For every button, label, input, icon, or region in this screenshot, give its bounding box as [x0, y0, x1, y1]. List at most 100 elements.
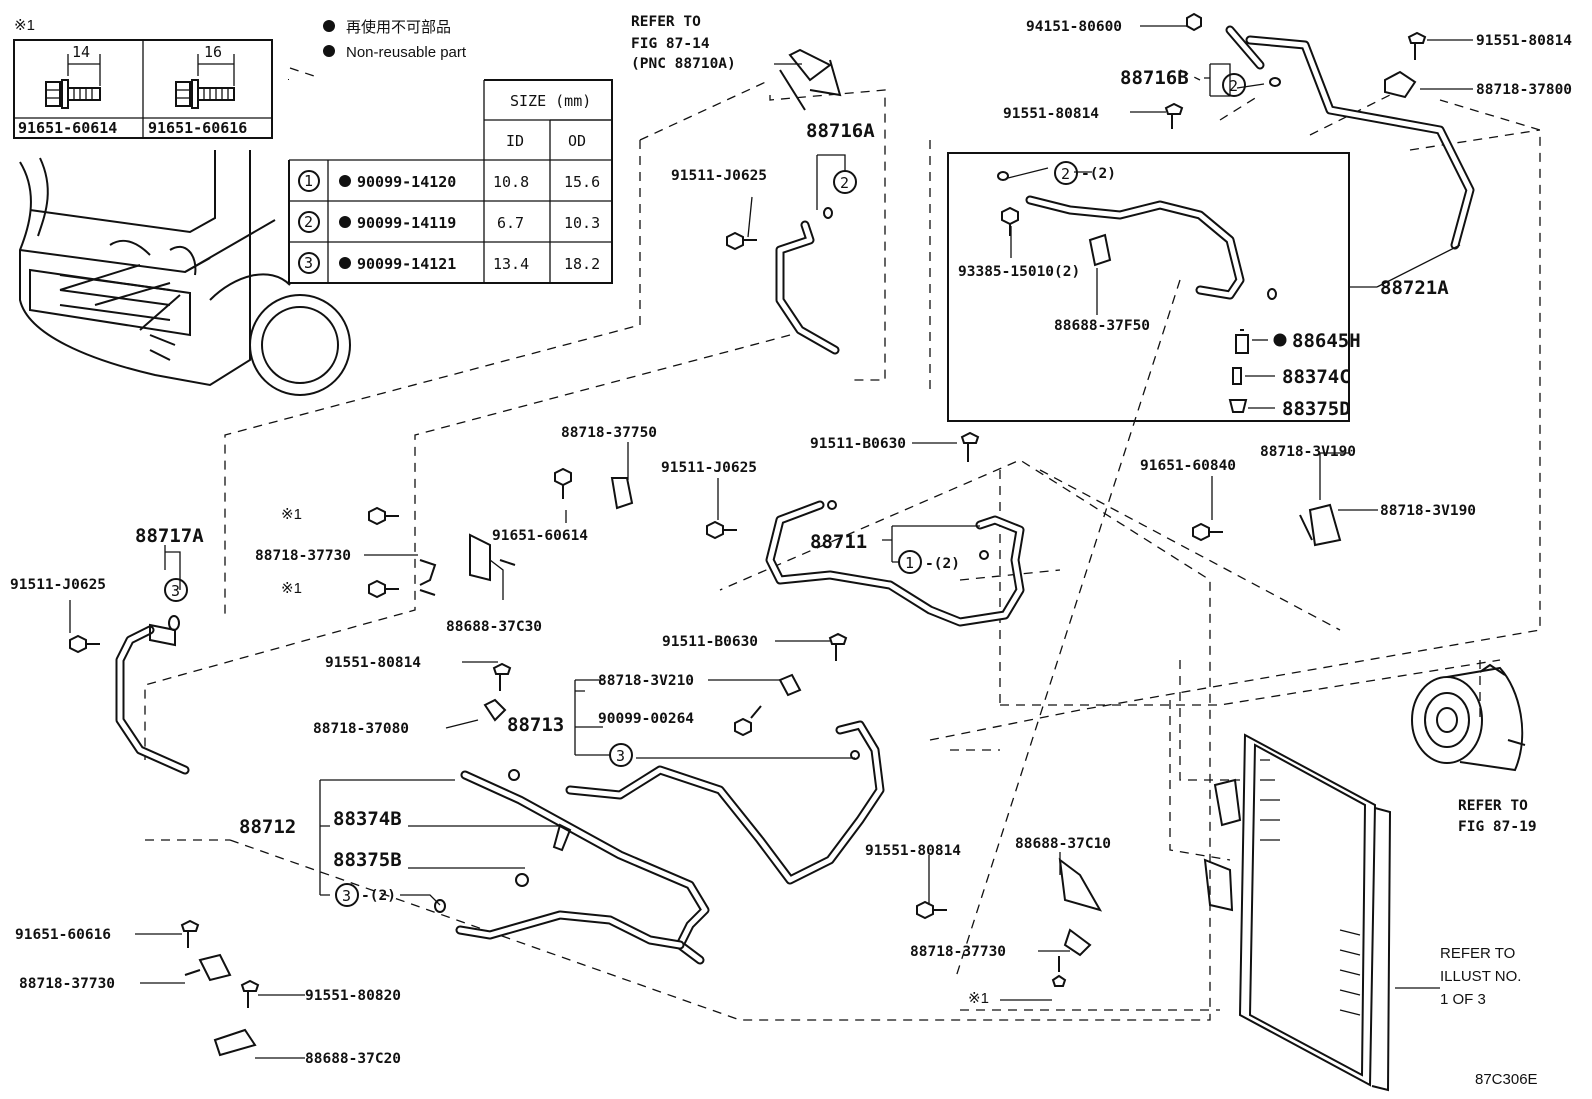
label-91551-80814: 91551-80814	[1003, 106, 1099, 122]
note-marker: ※1	[968, 990, 989, 1007]
note-marker: ※1	[281, 506, 302, 523]
bolt-dim-left: 14	[72, 43, 90, 61]
label-88713: 88713	[507, 714, 564, 736]
svg-text:FIG 87-14: FIG 87-14	[631, 36, 710, 52]
pipe-88713	[565, 720, 885, 885]
svg-text:FIG 87-19: FIG 87-19	[1458, 819, 1537, 835]
label-91651-60616: 91651-60616	[15, 927, 111, 943]
label-91651-60840: 91651-60840	[1140, 458, 1236, 474]
svg-text:REFER TO: REFER TO	[631, 14, 701, 30]
bolt-part-left: 91651-60614	[18, 119, 117, 137]
bolt-14-icon	[45, 54, 101, 109]
label-88711: 88711	[810, 531, 867, 553]
non-reusable-bullet-icon	[339, 175, 351, 187]
pipe-88712	[455, 770, 710, 965]
label-88718-37750: 88718-37750	[561, 425, 657, 441]
callout-2: 2	[1222, 73, 1246, 97]
svg-text:3: 3	[342, 887, 351, 905]
label-88721A: 88721A	[1380, 277, 1449, 299]
bolt-part-right: 91651-60616	[148, 119, 247, 137]
label-91511-J0625: 91511-J0625	[671, 168, 767, 184]
refer-fig-87-19: REFER TO FIG 87-19	[1458, 798, 1537, 835]
label-88718-3V190: 88718-3V190	[1380, 503, 1476, 519]
label-91551-80820: 91551-80820	[305, 988, 401, 1004]
svg-text:REFER TO: REFER TO	[1458, 798, 1528, 814]
svg-text:15.6: 15.6	[564, 173, 600, 191]
label-88375B: 88375B	[333, 849, 402, 871]
label-qty: -(2)	[1081, 166, 1116, 182]
svg-text:13.4: 13.4	[493, 255, 529, 273]
label-qty: -(2)	[925, 556, 960, 572]
svg-text:2: 2	[840, 174, 849, 192]
label-88688-37F50: 88688-37F50	[1054, 318, 1150, 334]
svg-text:ILLUST NO.: ILLUST NO.	[1440, 968, 1521, 985]
label-91511-J0625: 91511-J0625	[661, 460, 757, 476]
pipe-88711	[765, 500, 1025, 627]
bolt-reference-box: ※1 14 91651-60614 16 91651-60616	[13, 17, 273, 139]
svg-text:10.8: 10.8	[493, 173, 529, 191]
svg-text:90099-14119: 90099-14119	[357, 214, 456, 232]
label-91551-80814: 91551-80814	[865, 843, 961, 859]
callout-2: 2	[833, 170, 857, 194]
svg-text:(PNC 88710A): (PNC 88710A)	[631, 56, 736, 72]
label-91651-60614: 91651-60614	[492, 528, 588, 544]
bolt-16-icon	[175, 54, 235, 109]
table-row: 3 90099-14121 13.4 18.2	[298, 252, 600, 274]
label-88718-3V210: 88718-3V210	[598, 673, 694, 689]
non-reusable-bullet-icon	[339, 257, 351, 269]
label-88717A: 88717A	[135, 525, 204, 547]
label-88716B: 88716B	[1120, 67, 1189, 89]
svg-text:3: 3	[171, 582, 180, 600]
callout-3: 3	[609, 743, 633, 767]
svg-text:90099-14121: 90099-14121	[357, 255, 456, 273]
label-91511-J0625: 91511-J0625	[10, 577, 106, 593]
non-reusable-bullet-icon	[323, 45, 335, 57]
size-table-col-id: ID	[506, 132, 524, 150]
pipe-88716B	[1225, 25, 1475, 250]
label-88718-3V190: 88718-3V190	[1260, 444, 1356, 460]
pipe-88721A	[1025, 195, 1245, 300]
assembly-box-88721A	[947, 152, 1350, 422]
label-88718-37730: 88718-37730	[255, 548, 351, 564]
small-parts	[69, 12, 1427, 1057]
callout-2: 2	[1054, 161, 1078, 185]
part-labels: 94151-80600 91551-80814 88716B 88718-378…	[10, 19, 1572, 1067]
note-marker: ※1	[281, 580, 302, 597]
label-88375D: 88375D	[1282, 398, 1351, 420]
legend-line-1: 再使用不可部品	[346, 19, 451, 36]
label-88374C: 88374C	[1282, 366, 1351, 388]
svg-text:REFER TO: REFER TO	[1440, 945, 1515, 962]
svg-text:3: 3	[304, 254, 313, 272]
pipe-88717A	[115, 625, 190, 775]
label-88718-37730: 88718-37730	[910, 944, 1006, 960]
label-90099-00264: 90099-00264	[598, 711, 694, 727]
label-88688-37C30: 88688-37C30	[446, 619, 542, 635]
non-reusable-bullet-icon	[339, 216, 351, 228]
svg-text:2: 2	[1061, 165, 1070, 183]
svg-text:18.2: 18.2	[564, 255, 600, 273]
note-marker: ※1	[14, 17, 35, 34]
label-88688-37C20: 88688-37C20	[305, 1051, 401, 1067]
label-93385-15010: 93385-15010(2)	[958, 264, 1080, 280]
svg-text:90099-14120: 90099-14120	[357, 173, 456, 191]
legend-line-2: Non-reusable part	[346, 44, 467, 61]
svg-text:1 OF 3: 1 OF 3	[1440, 991, 1486, 1008]
refer-illust-1-of-3: REFER TO ILLUST NO. 1 OF 3	[1440, 945, 1521, 1008]
label-91551-80814: 91551-80814	[1476, 33, 1572, 49]
label-88712: 88712	[239, 816, 296, 838]
svg-text:1: 1	[304, 172, 313, 190]
condenser-illustration	[1203, 733, 1392, 1092]
callout-3: 3	[164, 578, 188, 602]
svg-text:1: 1	[905, 554, 914, 572]
label-88716A: 88716A	[806, 120, 875, 142]
label-94151-80600: 94151-80600	[1026, 19, 1122, 35]
figure-code: 87C306E	[1475, 1071, 1538, 1088]
pipe-88716A	[775, 48, 842, 355]
svg-text:3: 3	[616, 747, 625, 765]
label-88718-37730: 88718-37730	[19, 976, 115, 992]
size-table-header: SIZE (mm)	[510, 92, 591, 110]
label-qty: -(2)	[361, 888, 396, 904]
svg-text:6.7: 6.7	[497, 214, 524, 232]
refer-fig-87-14: REFER TO FIG 87-14 (PNC 88710A)	[631, 14, 736, 72]
